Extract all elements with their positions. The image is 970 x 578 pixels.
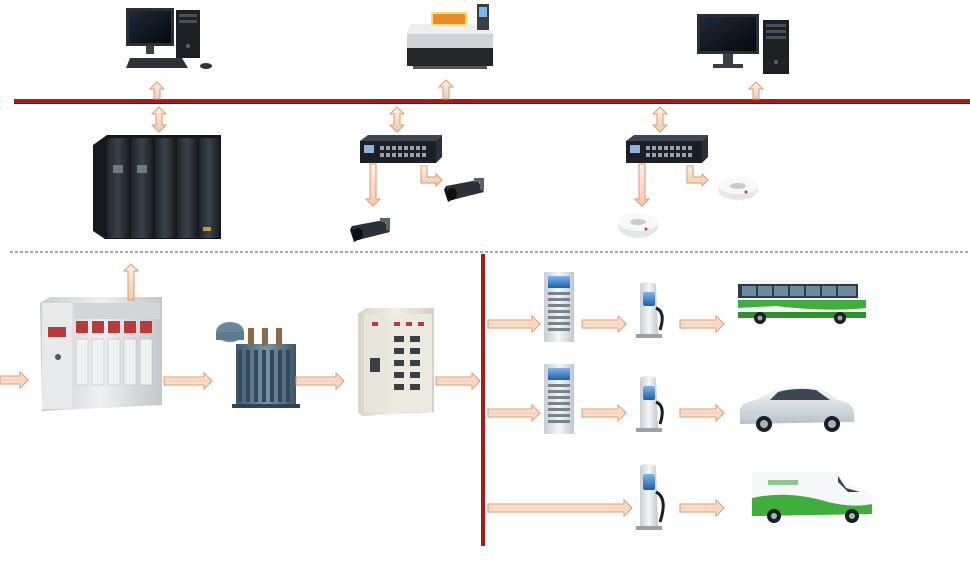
bus-icon — [738, 280, 866, 324]
flow-arrow — [581, 403, 627, 423]
smoke-detector-icon — [718, 178, 758, 200]
up-arrow — [122, 263, 140, 301]
charging-cabinet-icon — [544, 272, 574, 342]
flow-arrow — [679, 403, 725, 423]
switchgear-cabinet-icon — [40, 297, 162, 411]
flow-arrow — [435, 371, 481, 391]
charging-cabinet-icon — [544, 364, 574, 434]
printer-icon — [407, 4, 493, 69]
desktop-computer-icon — [697, 14, 789, 74]
flow-arrow — [679, 498, 725, 518]
desktop-computer-icon — [126, 8, 212, 69]
flow-arrow — [679, 314, 725, 334]
flow-arrow — [295, 371, 345, 391]
bidirectional-arrow — [148, 81, 166, 100]
network-switch-icon — [626, 135, 708, 163]
flow-arrow — [487, 498, 633, 518]
flow-arrow — [487, 314, 541, 334]
flow-arrow — [0, 370, 29, 390]
smoke-detector-icon — [618, 213, 658, 238]
flow-arrow — [487, 403, 541, 423]
network-switch-icon — [360, 135, 442, 163]
branch-arrow — [686, 165, 709, 188]
down-arrow — [633, 163, 651, 207]
cctv-camera-icon — [444, 178, 484, 202]
management-bus-line — [14, 99, 970, 104]
bidirectional-arrow — [747, 81, 765, 100]
distribution-cabinet-icon — [358, 308, 434, 416]
ev-charger-icon — [636, 464, 665, 530]
ev-charger-icon — [636, 376, 664, 432]
cctv-camera-icon — [350, 218, 390, 242]
flow-arrow — [581, 314, 627, 334]
car-icon — [740, 386, 854, 432]
branch-arrow — [420, 165, 443, 188]
bidirectional-arrow — [651, 106, 669, 133]
transformer-icon — [216, 322, 300, 408]
van-icon — [752, 472, 872, 523]
dc-bus-line — [481, 254, 485, 546]
bidirectional-arrow — [388, 106, 406, 133]
down-arrow — [364, 163, 382, 207]
bidirectional-arrow — [437, 79, 455, 100]
flow-arrow — [163, 371, 213, 391]
ev-charger-icon — [636, 282, 664, 338]
server-rack-icon — [93, 135, 221, 239]
bidirectional-arrow — [150, 106, 168, 133]
